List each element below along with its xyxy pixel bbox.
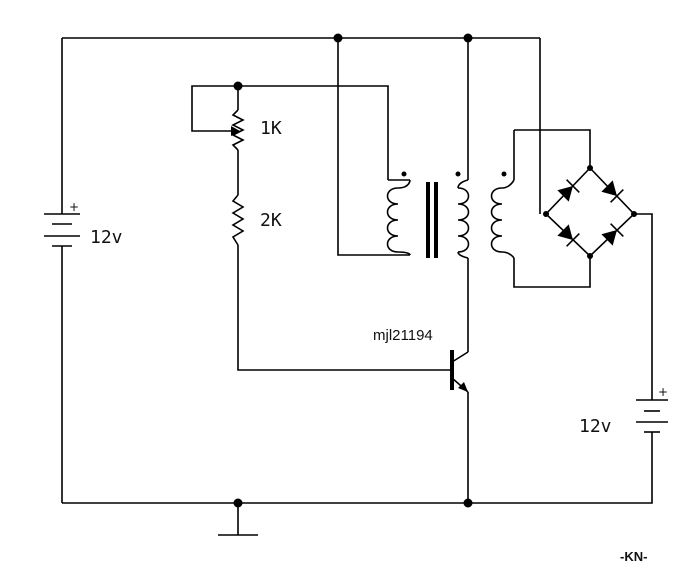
transformer <box>386 171 515 259</box>
battery-right-plus: + <box>658 385 668 399</box>
bridge-rectifier <box>544 166 636 258</box>
battery-right-label: 12v <box>579 416 612 437</box>
potentiometer-1k: 1K <box>231 109 282 151</box>
battery-left: + 12v <box>44 200 123 251</box>
author-signature: -KN- <box>620 549 647 564</box>
battery-right: + 12v <box>579 385 668 442</box>
transistor-npn: mjl21194 <box>373 327 469 393</box>
potentiometer-label: 1K <box>260 118 282 139</box>
transistor-label: mjl21194 <box>373 327 433 344</box>
wiring <box>61 37 653 535</box>
resistor-label: 2K <box>260 210 282 231</box>
resistor-2k: 2K <box>231 194 282 246</box>
junction-dots <box>233 33 637 508</box>
battery-left-label: 12v <box>90 227 123 248</box>
battery-left-plus: + <box>69 200 79 214</box>
